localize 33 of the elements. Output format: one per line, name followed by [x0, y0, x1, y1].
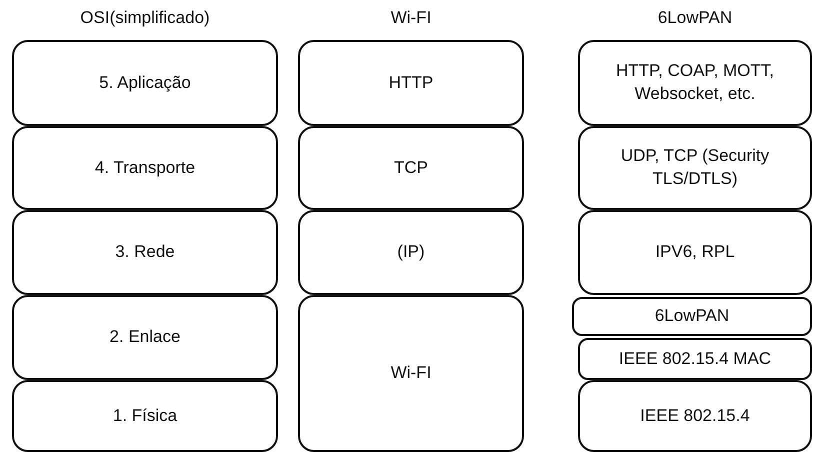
- layer-box: [578, 338, 812, 380]
- column-heading: 6LowPAN: [656, 8, 734, 28]
- layer-box: [298, 210, 524, 295]
- layer-box: [12, 126, 278, 210]
- layer-box: [578, 210, 812, 295]
- layer-box: [12, 210, 278, 295]
- layer-label: IEEE 802.15.4: [639, 404, 751, 427]
- layer-label: Wi-FI: [390, 362, 432, 384]
- layer-box: [298, 126, 524, 210]
- layer-box: [12, 40, 278, 126]
- layer-label: HTTP, COAP, MOTT, Websocket, etc.: [614, 60, 776, 105]
- column-heading: OSI(simplificado): [79, 8, 211, 28]
- layer-label: TCP: [393, 156, 429, 179]
- layer-box: [12, 380, 278, 452]
- layer-label: UDP, TCP (Security TLS/DTLS): [620, 145, 770, 190]
- layer-box: [298, 295, 524, 452]
- layer-box: [572, 297, 812, 336]
- layer-label: 4. Transporte: [94, 156, 196, 179]
- layer-label: 6LowPAN: [654, 305, 730, 328]
- layer-label: 3. Rede: [114, 241, 176, 264]
- layer-label: 5. Aplicação: [98, 72, 192, 94]
- layer-label: 1. Física: [112, 404, 178, 427]
- layer-label: HTTP: [388, 72, 434, 94]
- layer-box: [578, 126, 812, 210]
- layer-box: [12, 295, 278, 380]
- layer-label: IPV6, RPL: [654, 241, 736, 264]
- column-heading: Wi-FI: [390, 8, 432, 28]
- layer-label: 2. Enlace: [108, 326, 182, 348]
- layer-box: [578, 40, 812, 126]
- layer-box: [298, 40, 524, 126]
- layer-label: (IP): [396, 241, 426, 264]
- layer-label: IEEE 802.15.4 MAC: [618, 348, 772, 370]
- layer-box: [578, 380, 812, 452]
